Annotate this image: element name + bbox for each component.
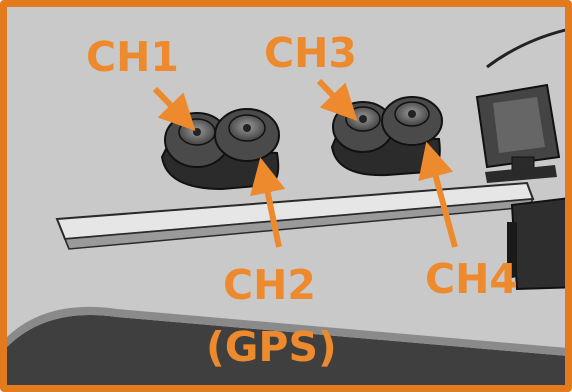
arrow-ch1	[152, 86, 196, 131]
ch4-label: CH4	[425, 255, 518, 303]
latch-component	[475, 28, 565, 183]
device-illustration	[7, 7, 565, 385]
jack-pair-ch3-ch4	[330, 96, 443, 177]
ch1-label: CH1	[86, 33, 179, 81]
arrow-ch4	[418, 141, 458, 248]
ch3-label: CH3	[264, 29, 357, 77]
arrow-ch2	[250, 157, 286, 248]
ch2-gps-label: (GPS)	[206, 323, 337, 371]
ch2-label: CH2	[223, 261, 316, 309]
connector-block	[507, 197, 565, 291]
rail-bar	[55, 181, 535, 250]
device-front-edge	[7, 315, 565, 385]
arrow-ch3	[316, 78, 358, 121]
